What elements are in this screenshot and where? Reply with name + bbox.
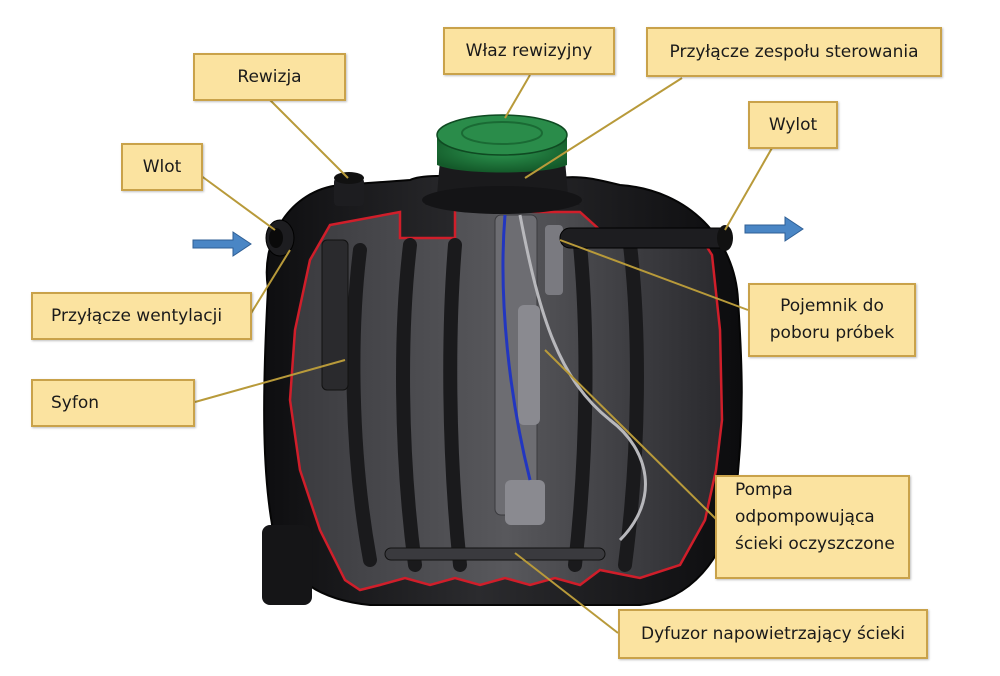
label-pojemnik-line-2: poboru próbek [769,323,895,343]
label-wlot: Wlot [121,143,203,191]
label-pompa-line-2: odpompowująca [735,507,875,527]
label-pompa-line-1: Pompa [735,480,793,500]
label-pompa-line-3: ścieki oczyszczone [735,534,895,554]
label-pojemnik: Pojemnik do poboru próbek [748,283,916,357]
inlet-flow-arrow [192,231,252,257]
leader-lines [194,74,773,634]
manhole-lid [422,114,582,214]
label-dyfuzor: Dyfuzor napowietrzający ścieki [618,609,928,659]
label-pojemnik-line-1: Pojemnik do [780,296,884,316]
inspection-port [334,172,364,206]
label-wlaz-rewizyjny: Właz rewizyjny [443,27,615,75]
label-rewizja: Rewizja [193,53,346,101]
label-syfon: Syfon [31,379,195,427]
label-pompa: Pompa odpompowująca ścieki oczyszczone [715,475,910,579]
tank-cutaway [288,208,724,592]
outlet-flow-arrow [744,216,804,242]
label-przylacze-sterowania: Przyłącze zespołu sterowania [646,27,942,77]
label-wylot: Wylot [748,101,838,149]
outlet-pipe [559,225,733,251]
label-przylacze-wentylacji: Przyłącze wentylacji [31,292,252,340]
